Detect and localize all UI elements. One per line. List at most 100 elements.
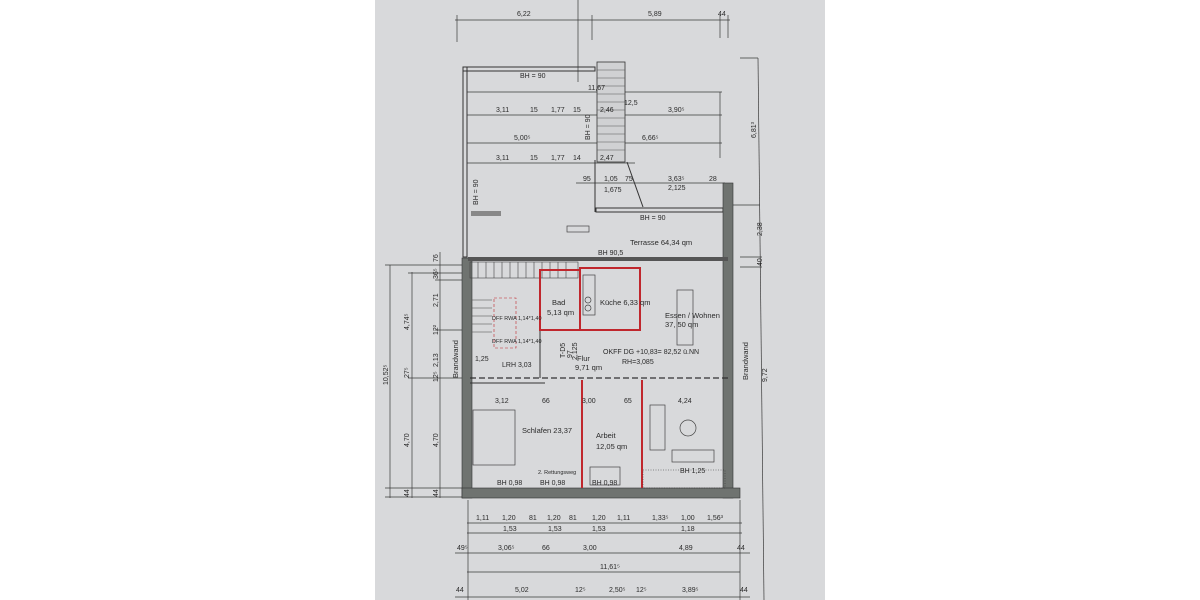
- dimension-label: 2,71: [433, 293, 440, 307]
- dimension-label: 10,52⁵: [383, 364, 390, 385]
- room-office-name: Arbeit: [596, 431, 617, 440]
- bed: [472, 409, 516, 466]
- dimension-label: 2,50⁵: [609, 587, 626, 594]
- parapet-label: BH 1,25: [680, 468, 705, 475]
- dimension-label: 40: [757, 258, 764, 266]
- room-living-area: 37, 50 qm: [665, 320, 698, 329]
- highlighted-walls: [539, 267, 643, 488]
- dimension-label: 3,00: [582, 398, 596, 405]
- dimension-label: 27⁵: [404, 367, 411, 378]
- roof-window-1: DFF RWA 1,14*1,40: [492, 316, 542, 322]
- dimension-label: 4,24: [678, 398, 692, 405]
- dimension-label: 15: [530, 107, 538, 114]
- parapet-label: BH 90,5: [598, 250, 623, 257]
- room-bath-name: Bad: [552, 298, 565, 307]
- dimension-label: 97: [567, 350, 574, 358]
- dimension-label: 3,11: [496, 107, 509, 114]
- parapet-labels: BH = 90 BH = 90 BH = 90 BH = 90 BH 90,5 …: [473, 73, 705, 487]
- dimension-label: 44: [740, 587, 748, 594]
- dimension-label: 2,38: [757, 222, 764, 236]
- dimension-label: 3,90⁵: [668, 107, 685, 114]
- room-hall-name: Flur: [577, 354, 590, 363]
- dimension-label: 1,77: [551, 107, 565, 114]
- dimension-label: 3,12: [495, 398, 509, 405]
- dimension-label: 81: [569, 515, 577, 522]
- dimension-label: 12⁵: [575, 587, 586, 594]
- parapet-label: BH 0,98: [592, 480, 617, 487]
- north-wall: [468, 257, 728, 261]
- dimension-label: 1,11: [617, 515, 630, 522]
- parapet-label: BH 0,98: [497, 480, 522, 487]
- dimension-label: 3,63⁵: [668, 176, 685, 183]
- dimension-label: 66: [542, 545, 550, 552]
- dimension-label: 44: [404, 489, 411, 497]
- dimension-label: 81: [529, 515, 537, 522]
- dimension-label: 1,77: [551, 155, 565, 162]
- room-labels: Terrasse 64,34 qm Bad 5,13 qm Küche 6,33…: [451, 238, 750, 476]
- dimension-lines: [385, 0, 765, 600]
- sofa: [649, 404, 666, 451]
- dimension-label: 6,22: [517, 11, 531, 18]
- dimension-label: 12⁵: [636, 587, 647, 594]
- dimension-label: 1,05: [604, 176, 618, 183]
- dimension-label: 12,5: [624, 100, 638, 107]
- dimension-label: 4,89: [679, 545, 693, 552]
- dimension-label: 1,20: [592, 515, 606, 522]
- parapet-label: BH = 90: [640, 215, 666, 222]
- dimension-label: 44: [433, 489, 440, 497]
- balcony-railing: [642, 469, 726, 489]
- parapet-label: BH = 90: [473, 179, 480, 205]
- parapet-label: BH = 90: [585, 114, 592, 140]
- dimension-label: 9,72: [762, 368, 769, 382]
- dimension-label: 12⁵: [433, 371, 440, 382]
- room-kitchen: Küche 6,33 qm: [600, 298, 650, 307]
- parapet-label: BH 0,98: [540, 480, 565, 487]
- drain-grate: [471, 211, 501, 216]
- dimensions-right: 6,81³ 2,38 40 9,72: [751, 121, 769, 382]
- dimension-label: 4,70: [433, 433, 440, 447]
- dimensions-top: 6,22 5,89 44 11,67 3,11 15 1,77 15 2,46 …: [496, 11, 726, 194]
- dimension-label: 2,125: [572, 342, 579, 360]
- room-hall-area: 9,71 qm: [575, 363, 602, 372]
- room-terrace: Terrasse 64,34 qm: [630, 238, 692, 247]
- exterior-stair: [596, 61, 626, 163]
- dimension-label: 95: [583, 176, 591, 183]
- room-living-name: Essen / Wohnen: [665, 311, 720, 320]
- room-office-area: 12,05 qm: [596, 442, 627, 451]
- door-label: T-D5: [560, 343, 567, 358]
- dimension-label: 65: [624, 398, 632, 405]
- dimension-label: 1,53: [592, 526, 606, 533]
- dimension-label: 44: [718, 11, 726, 18]
- terrace: [462, 61, 724, 258]
- room-bath-area: 5,13 qm: [547, 308, 574, 317]
- dimension-label: 66: [542, 398, 550, 405]
- dimension-label: 1,18: [681, 526, 695, 533]
- dimension-label: 2,13: [433, 353, 440, 367]
- right-firewall: [722, 182, 734, 499]
- dimension-label: 5,02: [515, 587, 529, 594]
- walls: [461, 182, 741, 499]
- dimension-label: 15: [530, 155, 538, 162]
- south-wall: [461, 487, 741, 499]
- escape-route: 2. Rettungsweg: [538, 470, 576, 476]
- floor-level: OKFF DG +10,83= 82,52 ü.NN: [603, 349, 699, 356]
- dimension-label: 1,53: [548, 526, 562, 533]
- dimension-label: 3,89⁵: [682, 587, 699, 594]
- roof-window-2: DFF RWA 1,14*1,40: [492, 339, 542, 345]
- dimension-label: 4,74⁵: [404, 313, 411, 330]
- dimension-label: 49⁵: [457, 545, 468, 552]
- dimension-label: 1,675: [604, 187, 622, 194]
- coffee-table: [679, 419, 697, 437]
- furniture: [472, 274, 726, 489]
- dimension-label: 1,20: [502, 515, 516, 522]
- firewall-right-label: Brandwand: [741, 342, 750, 380]
- dimension-label: 44: [456, 587, 464, 594]
- dimension-label: 44: [737, 545, 745, 552]
- dimension-label: 2,46: [600, 107, 614, 114]
- dimension-label: 1,25: [475, 356, 489, 363]
- dimension-label: 15: [573, 107, 581, 114]
- dimension-label: 1,56³: [707, 515, 724, 522]
- dimension-label: 5,00⁵: [514, 135, 531, 142]
- dimension-label: 2,125: [668, 185, 686, 192]
